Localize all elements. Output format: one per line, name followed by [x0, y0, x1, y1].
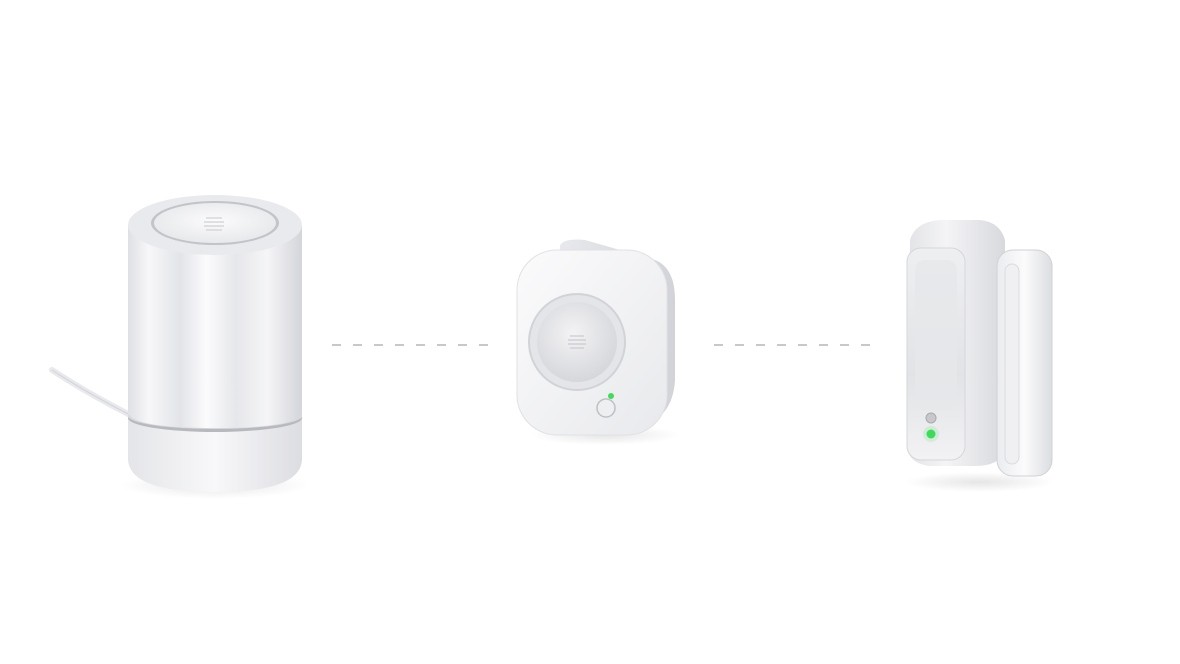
door-sensor-device [895, 210, 1065, 500]
status-led [608, 393, 614, 399]
motion-sensor-icon [516, 239, 680, 445]
hub-device [40, 180, 350, 510]
motion-sensor-device [505, 230, 690, 450]
smart-home-hub-icon [49, 195, 310, 499]
connector-line [332, 344, 488, 346]
door-window-sensor-icon [905, 220, 1055, 492]
connector-line [714, 344, 870, 346]
status-led [926, 429, 936, 439]
